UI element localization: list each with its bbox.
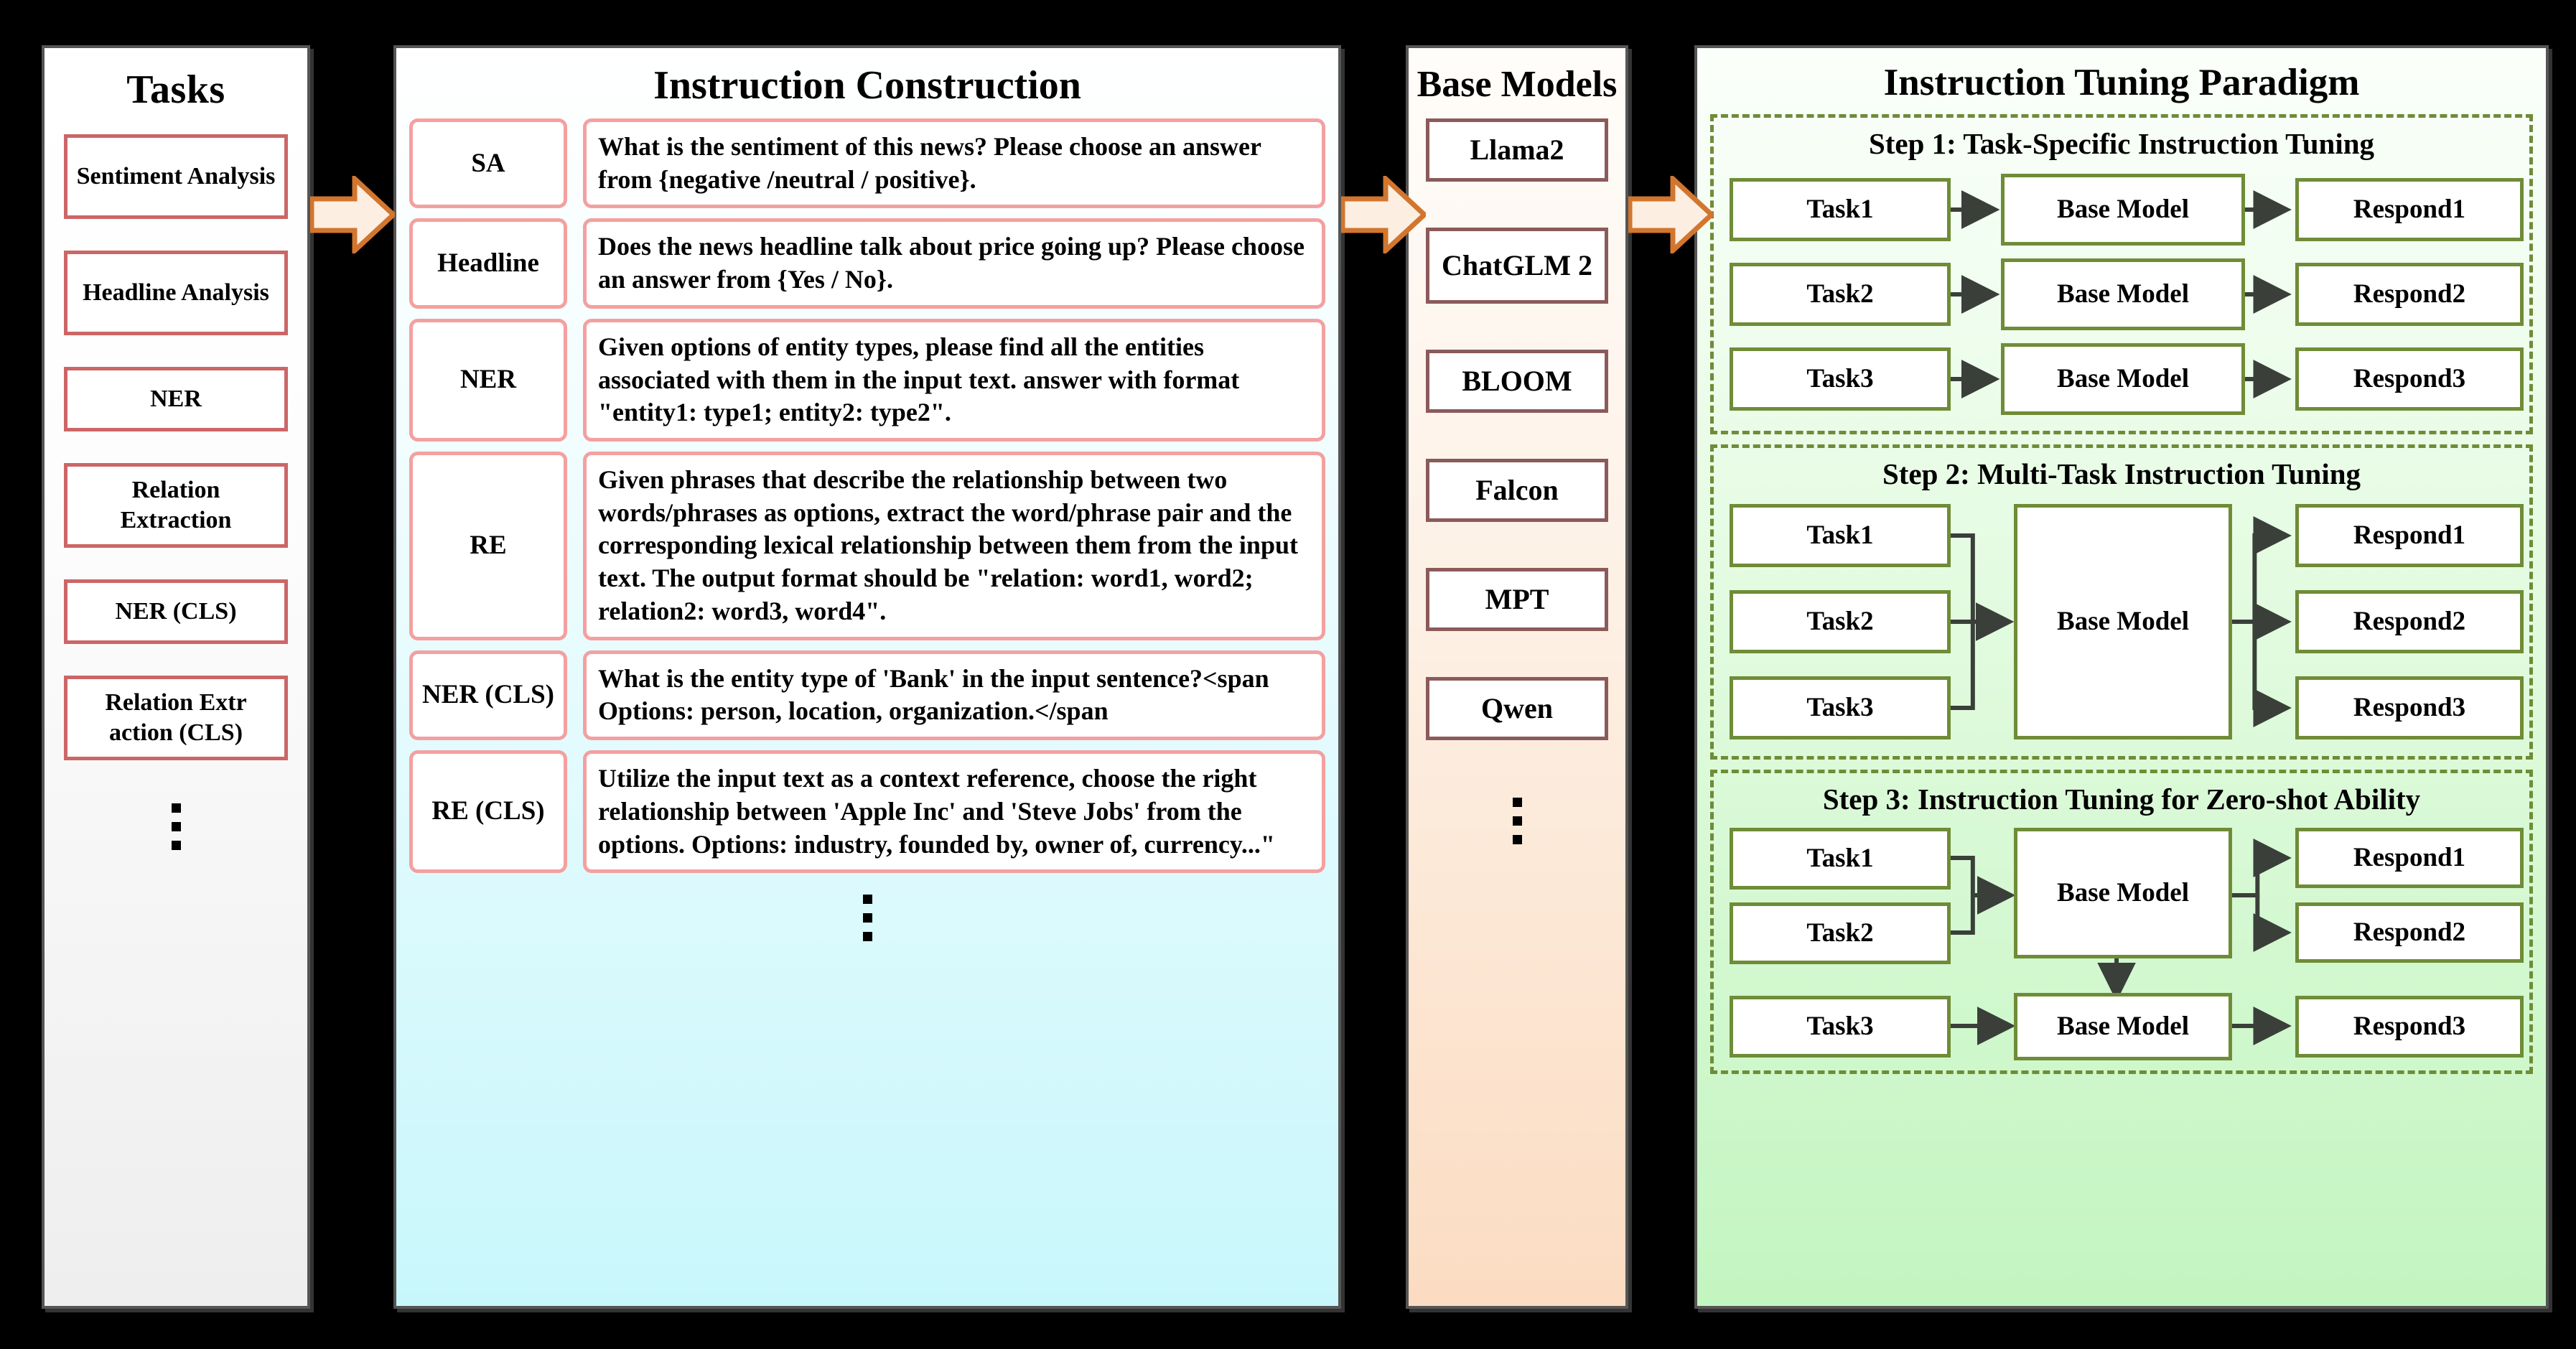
tasks-list: Sentiment Analysis Headline Analysis NER… [45,134,307,850]
step-2-task-1[interactable]: Task1 [1730,504,1951,567]
task-item-relation-extraction[interactable]: Relation Extraction [64,463,288,548]
paradigm-panel-title: Instruction Tuning Paradigm [1883,62,2360,103]
step-2-respond-3[interactable]: Respond3 [2295,676,2524,739]
step-2-base-model[interactable]: Base Model [2014,504,2232,739]
base-model-falcon[interactable]: Falcon [1426,459,1608,523]
step-1-task-3[interactable]: Task3 [1730,347,1951,411]
instruction-row-ner-cls: NER (CLS) What is the entity type of 'Ba… [409,650,1325,741]
base-model-chatglm2[interactable]: ChatGLM 2 [1426,228,1608,304]
step-1-arrows [1949,190,2292,398]
step-1-task-1[interactable]: Task1 [1730,178,1951,241]
arrow-base-models-to-paradigm-icon [1628,176,1713,253]
instruction-tag-re-cls[interactable]: RE (CLS) [409,750,567,874]
step-1-container: Step 1: Task-Specific Instruction Tuning… [1710,114,2533,434]
step-3-respond-3[interactable]: Respond3 [2295,996,2524,1058]
base-models-panel: Base Models Llama2 ChatGLM 2 BLOOM Falco… [1406,45,1628,1309]
step-1-respond-1[interactable]: Respond1 [2295,178,2524,241]
step-1-task-2[interactable]: Task2 [1730,263,1951,326]
tasks-panel-title: Tasks [126,67,225,112]
task-item-ner-cls[interactable]: NER (CLS) [64,579,288,644]
instruction-tag-ner-cls[interactable]: NER (CLS) [409,650,567,741]
instruction-tag-sa[interactable]: SA [409,118,567,209]
step-3-flow: Task1 Task2 Base Model Respond1 Respond2… [1714,823,2529,1060]
base-model-llama2[interactable]: Llama2 [1426,118,1608,182]
base-model-qwen[interactable]: Qwen [1426,677,1608,741]
step-3-respond-1[interactable]: Respond1 [2295,828,2524,888]
instruction-construction-panel: Instruction Construction SA What is the … [393,45,1341,1309]
base-models-panel-title: Base Models [1417,64,1618,105]
instruction-tag-headline[interactable]: Headline [409,218,567,309]
task-item-ner[interactable]: NER [64,367,288,431]
instruction-text-re: Given phrases that describe the relation… [583,452,1325,640]
tasks-panel: Tasks Sentiment Analysis Headline Analys… [42,45,310,1309]
instruction-text-re-cls: Utilize the input text as a context refe… [583,750,1325,874]
step-1-base-model-2[interactable]: Base Model [2001,258,2245,330]
step-3-task-1[interactable]: Task1 [1730,828,1951,890]
instruction-row-headline: Headline Does the news headline talk abo… [409,218,1325,309]
instruction-row-sa: SA What is the sentiment of this news? P… [409,118,1325,209]
step-3-base-model-top[interactable]: Base Model [2014,828,2232,958]
instruction-text-ner: Given options of entity types, please fi… [583,318,1325,442]
step-2-arrows [1949,516,2292,727]
step-3-respond-2[interactable]: Respond2 [2295,902,2524,963]
base-model-bloom[interactable]: BLOOM [1426,350,1608,414]
arrow-instruction-to-base-models-icon [1341,176,1426,253]
tasks-ellipsis-icon [171,803,181,850]
step-3-task-3[interactable]: Task3 [1730,996,1951,1058]
instruction-panel-title: Instruction Construction [653,63,1081,108]
step-2-respond-2[interactable]: Respond2 [2295,590,2524,653]
instruction-row-re: RE Given phrases that describe the relat… [409,452,1325,640]
step-2-title: Step 2: Multi-Task Instruction Tuning [1882,457,2361,490]
instruction-tag-re[interactable]: RE [409,452,567,640]
step-1-title: Step 1: Task-Specific Instruction Tuning [1868,127,2375,160]
instruction-rows: SA What is the sentiment of this news? P… [396,118,1338,942]
step-2-task-2[interactable]: Task2 [1730,590,1951,653]
step-2-container: Step 2: Multi-Task Instruction Tuning Ta… [1710,444,2533,760]
instruction-tuning-paradigm-panel: Instruction Tuning Paradigm Step 1: Task… [1694,45,2549,1309]
instruction-text-headline: Does the news headline talk about price … [583,218,1325,309]
step-1-respond-2[interactable]: Respond2 [2295,263,2524,326]
instruction-text-ner-cls: What is the entity type of 'Bank' in the… [583,650,1325,741]
step-2-task-3[interactable]: Task3 [1730,676,1951,739]
step-3-title: Step 3: Instruction Tuning for Zero-shot… [1822,783,2421,816]
step-1-base-model-3[interactable]: Base Model [2001,343,2245,415]
task-item-sentiment-analysis[interactable]: Sentiment Analysis [64,134,288,219]
instruction-row-re-cls: RE (CLS) Utilize the input text as a con… [409,750,1325,874]
task-item-relation-extraction-cls[interactable]: Relation Extr action (CLS) [64,676,288,760]
base-models-ellipsis-icon [1512,798,1522,845]
step-1-respond-3[interactable]: Respond3 [2295,347,2524,411]
instruction-ellipsis-icon [409,895,1325,942]
step-2-respond-1[interactable]: Respond1 [2295,504,2524,567]
step-1-base-model-1[interactable]: Base Model [2001,174,2245,246]
base-model-mpt[interactable]: MPT [1426,568,1608,632]
step-1-flow: Task1 Base Model Respond1 Task2 Base Mod… [1714,168,2529,421]
step-3-container: Step 3: Instruction Tuning for Zero-shot… [1710,770,2533,1074]
task-item-headline-analysis[interactable]: Headline Analysis [64,251,288,335]
step-3-arrows [1949,839,2292,1045]
base-models-list: Llama2 ChatGLM 2 BLOOM Falcon MPT Qwen [1409,118,1625,845]
step-3-base-model-bottom[interactable]: Base Model [2014,993,2232,1060]
instruction-row-ner: NER Given options of entity types, pleas… [409,318,1325,442]
instruction-text-sa: What is the sentiment of this news? Plea… [583,118,1325,209]
step-3-task-2[interactable]: Task2 [1730,902,1951,964]
step-2-flow: Task1 Task2 Task3 Base Model Respond1 Re… [1714,498,2529,746]
arrow-tasks-to-instruction-icon [310,176,395,253]
instruction-tag-ner[interactable]: NER [409,318,567,442]
